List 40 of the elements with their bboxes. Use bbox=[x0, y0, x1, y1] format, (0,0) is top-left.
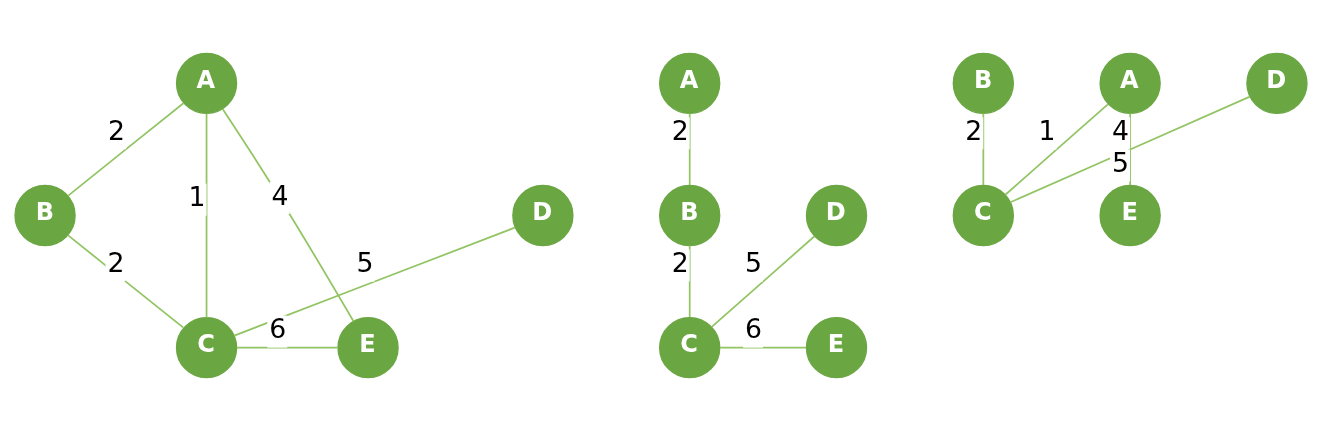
connector bbox=[1004, 103, 1109, 196]
node-circle: A bbox=[1099, 52, 1161, 115]
edge-label: 1 bbox=[188, 181, 206, 213]
edge-label: 2 bbox=[107, 247, 125, 278]
node-circle: E bbox=[1099, 184, 1161, 247]
edge-label: 1 bbox=[1038, 115, 1056, 147]
node-circle: B bbox=[952, 52, 1014, 115]
node-circle: D bbox=[512, 184, 574, 247]
connector bbox=[1009, 95, 1251, 204]
node-circle: B bbox=[659, 184, 721, 247]
connector bbox=[233, 226, 516, 337]
connector bbox=[221, 108, 355, 322]
connector bbox=[1129, 112, 1131, 186]
edge-label: 5 bbox=[1112, 147, 1130, 179]
node-circle: E bbox=[337, 316, 399, 379]
edge-label: 2 bbox=[965, 114, 983, 146]
node-circle: D bbox=[805, 184, 868, 247]
edge-label: 6 bbox=[269, 313, 287, 345]
node-circle: C bbox=[659, 316, 721, 379]
edge-label: 5 bbox=[356, 247, 374, 279]
connector bbox=[67, 102, 185, 197]
edge-label: 2 bbox=[671, 247, 689, 279]
connector bbox=[710, 235, 816, 328]
edge-label: 5 bbox=[744, 247, 762, 279]
node-circle: C bbox=[175, 316, 238, 379]
connector bbox=[688, 244, 691, 319]
node-circle: D bbox=[1246, 52, 1308, 115]
node-circle: E bbox=[805, 316, 868, 379]
node-circle: A bbox=[659, 52, 721, 115]
connector bbox=[688, 112, 691, 186]
edge-label: 2 bbox=[671, 114, 689, 146]
node-circle: C bbox=[952, 184, 1014, 247]
edge-label: 2 bbox=[108, 114, 126, 146]
edge-label: 6 bbox=[745, 313, 763, 345]
edge-label: 4 bbox=[1112, 114, 1130, 146]
connector bbox=[982, 112, 985, 186]
node-circle: A bbox=[175, 52, 238, 115]
connector bbox=[66, 234, 185, 329]
node-circle: B bbox=[14, 184, 76, 247]
edge-label: 4 bbox=[271, 179, 289, 211]
